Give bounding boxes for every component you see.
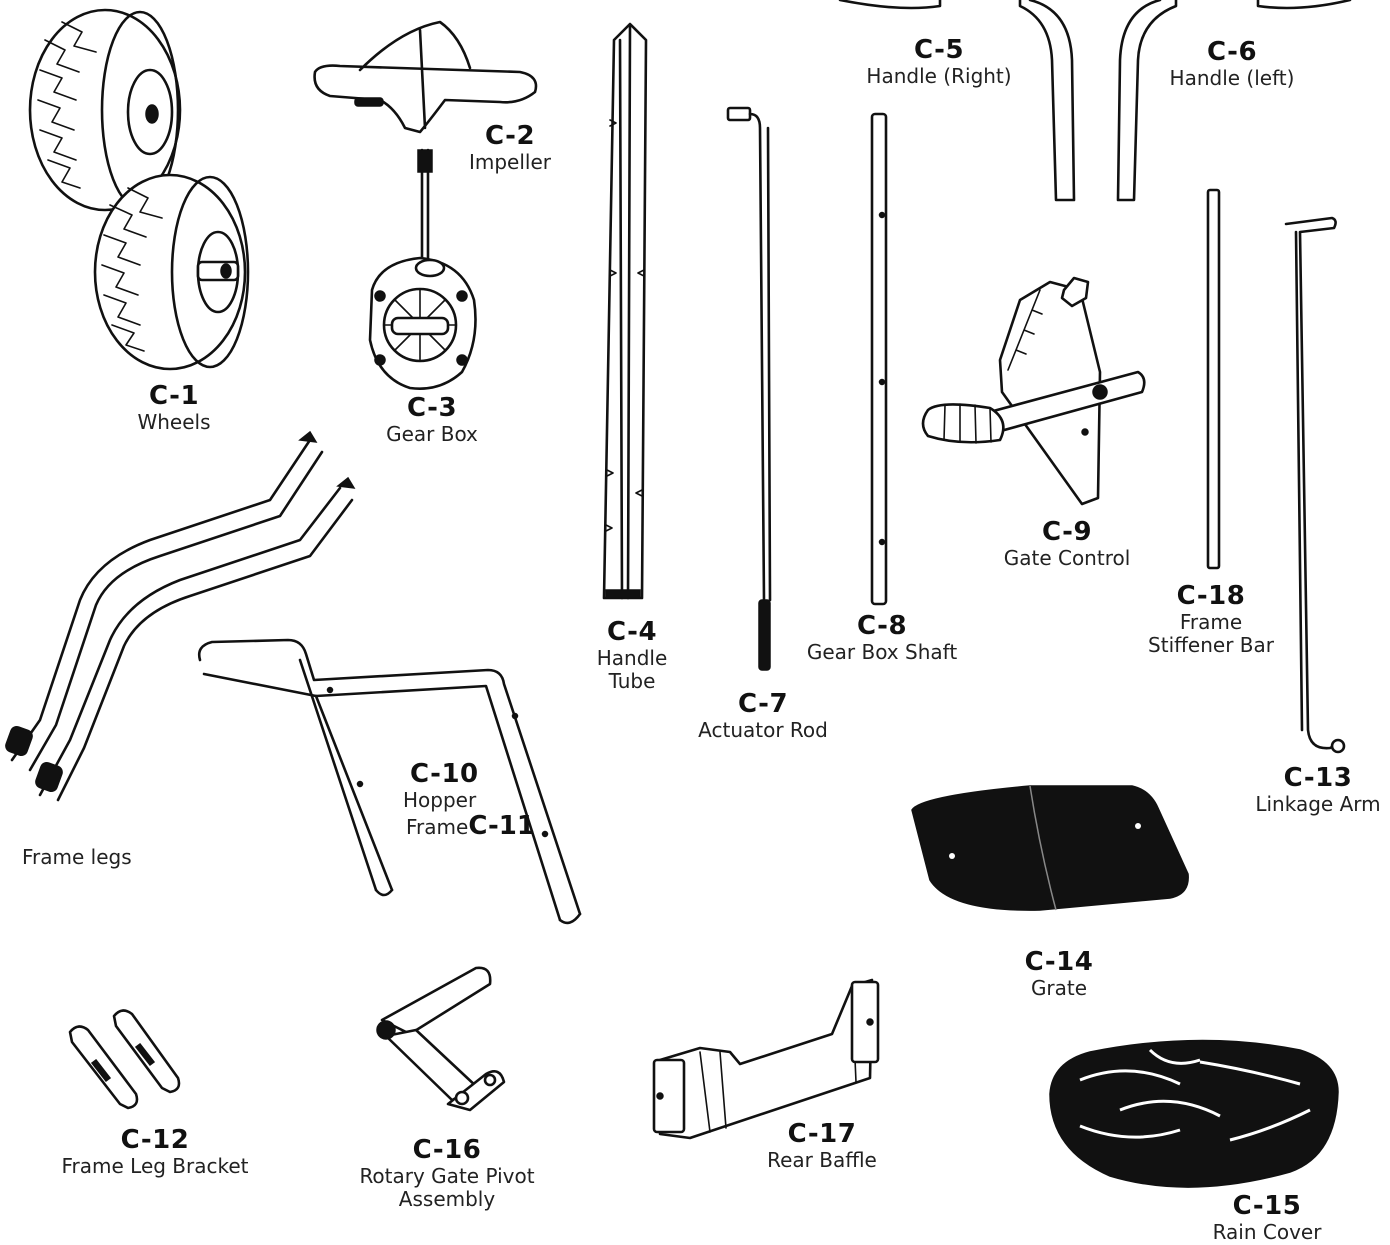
part-name-line2: Tube	[608, 668, 656, 693]
part-label-c6: C-6 Handle (left)	[1160, 37, 1304, 91]
part-code-c11: C-11	[468, 810, 535, 841]
part-name: Impeller	[468, 150, 552, 175]
part-name: Handle (Right)	[866, 64, 1012, 89]
part-name: Rain Cover	[1212, 1220, 1322, 1245]
part-label-c10: C-10 Hopper FrameC-11	[396, 759, 546, 841]
part-name: Frame Leg Bracket	[61, 1154, 249, 1179]
part-label-c13: C-13 Linkage Arm	[1250, 763, 1386, 817]
part-name: Rotary Gate Pivot	[359, 1164, 535, 1189]
part-code: C-17	[787, 1119, 857, 1149]
part-code: C-4	[606, 617, 658, 647]
part-label-c12: C-12 Frame Leg Bracket	[50, 1125, 260, 1179]
part-code: C-8	[856, 611, 908, 641]
linkage-arm-illustration	[1284, 216, 1346, 754]
part-label-c4: C-4 Handle Tube	[578, 617, 686, 693]
part-name: Gear Box	[386, 422, 478, 447]
part-code: C-7	[737, 689, 789, 719]
part-code: C-6	[1206, 37, 1258, 67]
part-name: Grate	[1030, 976, 1088, 1001]
part-code: C-18	[1176, 581, 1246, 611]
grate-illustration	[911, 785, 1189, 911]
part-label-c8: C-8 Gear Box Shaft	[798, 611, 966, 665]
part-code: C-5	[913, 35, 965, 65]
part-label-c16: C-16 Rotary Gate Pivot Assembly	[350, 1135, 544, 1211]
part-label-c1: C-1 Wheels	[118, 381, 230, 435]
impeller-illustration	[313, 20, 538, 134]
part-name: Handle (left)	[1169, 66, 1295, 91]
gear-box-shaft-illustration	[870, 112, 888, 606]
actuator-rod-illustration	[726, 106, 772, 671]
frame-stiffener-bar-illustration	[1206, 188, 1221, 570]
part-name: Wheels	[137, 410, 211, 435]
handle-right-illustration	[838, 0, 1076, 202]
part-label-c18: C-18 Frame Stiffener Bar	[1136, 581, 1286, 657]
part-code: C-16	[412, 1135, 482, 1165]
rain-cover-illustration	[1049, 1039, 1339, 1188]
part-label-c9: C-9 Gate Control	[996, 517, 1138, 571]
rotary-gate-pivot-illustration	[376, 966, 506, 1112]
part-code: C-14	[1024, 947, 1094, 977]
frame-legs-illustration	[5, 430, 356, 802]
part-label-c17: C-17 Rear Baffle	[754, 1119, 890, 1173]
part-code: C-15	[1232, 1191, 1302, 1221]
part-label-c15: C-15 Rain Cover	[1200, 1191, 1334, 1245]
part-code: C-12	[120, 1125, 190, 1155]
part-code: C-9	[1041, 517, 1093, 547]
part-name-line2: Stiffener Bar	[1148, 632, 1274, 657]
part-label-c3: C-3 Gear Box	[376, 393, 488, 447]
part-name: Handle	[596, 646, 668, 671]
part-label-c11: Frame legs	[22, 845, 152, 869]
part-name: Frame legs	[22, 845, 132, 869]
wheels-illustration	[28, 8, 250, 371]
part-name-line2: Frame	[406, 814, 469, 839]
part-label-c7: C-7 Actuator Rod	[688, 689, 838, 743]
part-name: Rear Baffle	[767, 1148, 877, 1173]
part-name: Frame	[1179, 610, 1243, 635]
hopper-frame-illustration	[197, 638, 582, 925]
part-name: Gear Box Shaft	[806, 640, 958, 665]
part-name: Actuator Rod	[698, 718, 828, 743]
rear-baffle-illustration	[652, 978, 880, 1140]
frame-leg-bracket-illustration	[68, 1009, 181, 1110]
gear-box-illustration	[368, 148, 477, 390]
part-code: C-10	[410, 759, 479, 789]
part-label-c14: C-14 Grate	[1012, 947, 1106, 1001]
part-label-c5: C-5 Handle (Right)	[856, 35, 1022, 89]
part-name-line2: Assembly	[398, 1186, 496, 1211]
part-label-c2: C-2 Impeller	[460, 121, 560, 175]
part-name: Hopper	[403, 788, 477, 813]
part-name: Linkage Arm	[1255, 792, 1381, 817]
handle-tube-illustration	[602, 22, 648, 600]
part-code: C-13	[1283, 763, 1353, 793]
part-name: Gate Control	[1003, 546, 1131, 571]
handle-left-illustration	[1116, 0, 1352, 202]
part-code: C-2	[484, 121, 536, 151]
part-code: C-3	[406, 393, 458, 423]
part-code: C-1	[148, 381, 200, 411]
gate-control-illustration	[921, 276, 1146, 506]
